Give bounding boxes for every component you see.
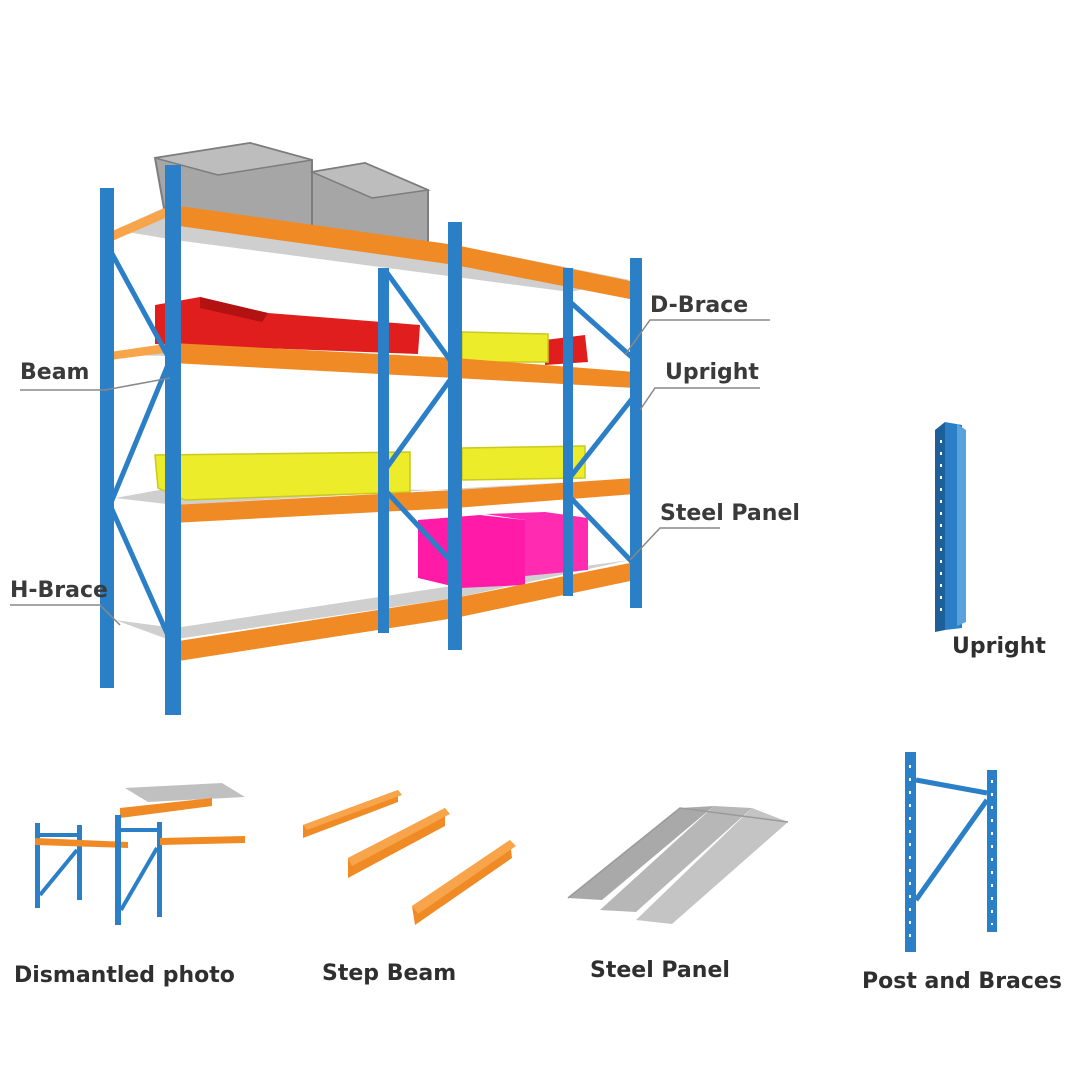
uprights [100, 165, 642, 715]
callout-leaders [10, 319, 770, 626]
yellow-bins [154, 331, 586, 501]
steel-panel-caption: Steel Panel [590, 958, 730, 983]
d-brace-callout-label: D-Brace [650, 293, 749, 318]
steel-panel-callout-label: Steel Panel [660, 501, 800, 526]
upright-post-illustration [935, 422, 966, 632]
magenta-boxes [418, 512, 588, 588]
gray-crates [153, 141, 431, 246]
beams [110, 205, 635, 662]
upright-caption: Upright [952, 634, 1046, 659]
dismantled-caption: Dismantled photo [14, 963, 235, 988]
upright-callout-label: Upright [665, 360, 759, 385]
beam-callout-label: Beam [20, 360, 90, 385]
post-and-braces-illustration [905, 752, 997, 952]
h-brace-callout-label: H-Brace [10, 578, 108, 603]
braces [107, 248, 637, 642]
step-beam-caption: Step Beam [322, 961, 457, 986]
dismantled-rack-illustration [35, 783, 245, 925]
shelving-rack-illustration [100, 141, 642, 715]
post-and-braces-caption: Post and Braces [862, 969, 1062, 994]
step-beam-illustration [303, 790, 516, 925]
steel-panel-illustration [567, 806, 789, 924]
